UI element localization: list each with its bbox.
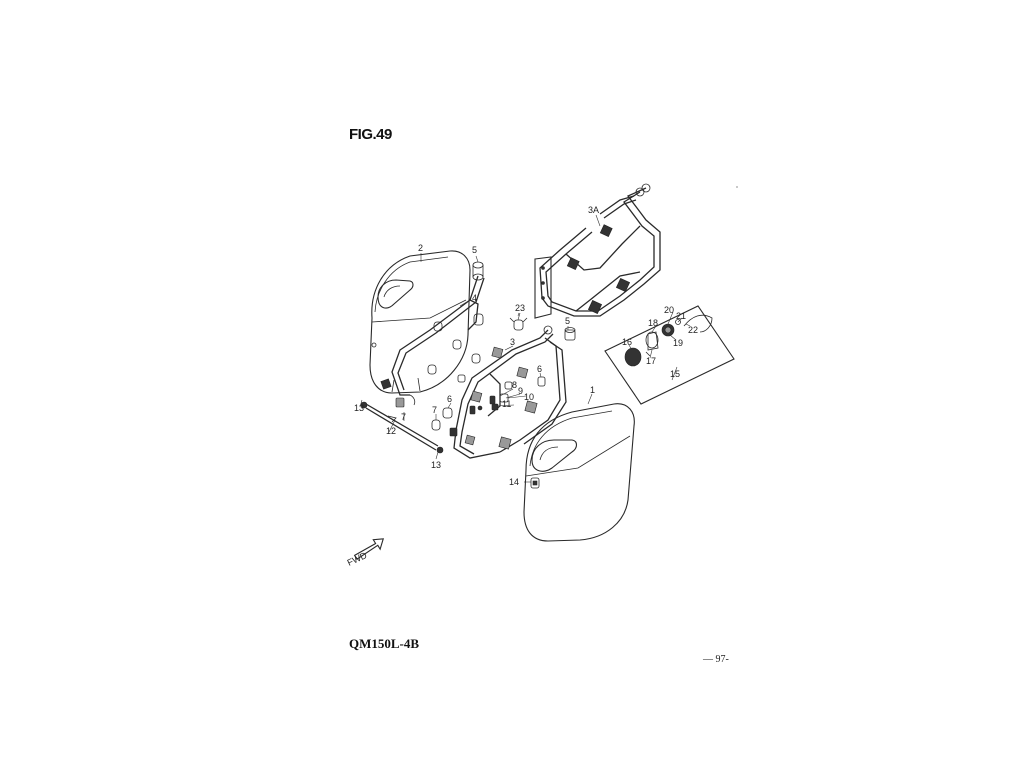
callout-11: 11 — [502, 399, 511, 409]
callout-2: 2 — [418, 243, 423, 253]
callout-1: 1 — [590, 385, 595, 395]
callout-20: 20 — [664, 305, 674, 315]
fwd-label: FWD — [346, 550, 369, 568]
hardware-parts — [431, 317, 576, 431]
callout-8: 8 — [512, 380, 517, 390]
callout-15: 15 — [670, 369, 680, 379]
callout-13: 13 — [431, 460, 441, 470]
callout-22: 22 — [688, 325, 698, 335]
callout-3a: 3A — [588, 205, 599, 215]
spacer-top-left — [472, 261, 484, 281]
callout-16: 16 — [622, 337, 632, 347]
mounting-rod — [360, 401, 444, 454]
callout-7: 7 — [432, 405, 437, 415]
callout-14: 14 — [509, 477, 519, 487]
callout-9: 9 — [518, 386, 523, 396]
callout-5: 5 — [565, 316, 570, 326]
callout-12: 12 — [386, 426, 396, 436]
callout-23: 23 — [515, 303, 525, 313]
callout-4: 4 — [472, 293, 477, 303]
callout-13: 13 — [354, 403, 364, 413]
callout-18: 18 — [648, 318, 658, 328]
leader-lines — [359, 214, 691, 483]
callout-6: 6 — [447, 394, 452, 404]
model-number: QM150L-4B — [349, 636, 420, 651]
figure-title: FIG.49 — [349, 126, 392, 143]
callout-5: 5 — [472, 245, 477, 255]
callout-21: 21 — [676, 311, 686, 321]
fwd-arrow-icon: FWD — [346, 538, 385, 568]
top-rack — [534, 183, 661, 319]
grommets-left — [427, 313, 484, 375]
taillight-assembly — [604, 305, 735, 405]
callout-7: 7 — [401, 412, 406, 422]
callout-19: 19 — [673, 338, 683, 348]
callout-labels: 2 5 4 3A 23 5 3 6 8 9 10 11 1 7 6 7 12 1… — [354, 205, 698, 487]
callout-6: 6 — [537, 364, 542, 374]
left-saddlebag — [369, 250, 471, 394]
page-number: — 97- — [703, 654, 729, 665]
callout-17: 17 — [646, 356, 656, 366]
callout-10: 10 — [524, 392, 534, 402]
right-bracket — [449, 325, 567, 459]
callout-3: 3 — [510, 337, 515, 347]
right-saddlebag — [523, 403, 635, 542]
